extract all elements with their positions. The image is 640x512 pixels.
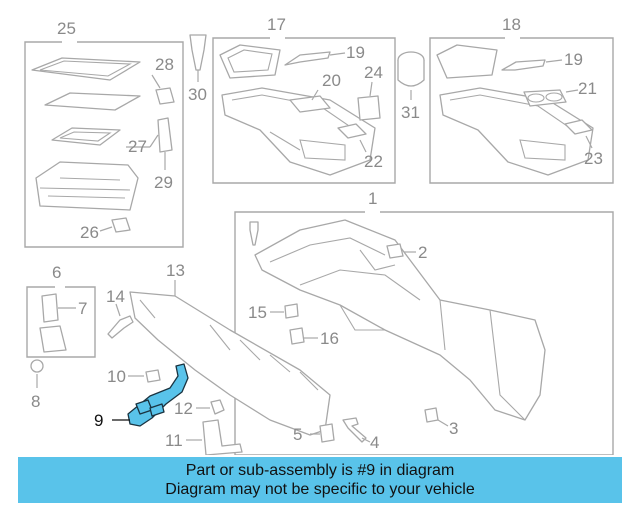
group-14: 14 (106, 287, 134, 339)
part-bracket-11 (202, 419, 243, 455)
callout-16[interactable]: 16 (320, 329, 339, 348)
callout-11[interactable]: 11 (165, 431, 183, 450)
part-insert-24 (357, 95, 381, 121)
group-10-12-11: 10 12 11 (107, 367, 243, 455)
group-6: 6 7 (26, 263, 96, 358)
callout-1[interactable]: 1 (368, 189, 377, 208)
callout-22[interactable]: 22 (364, 152, 383, 171)
callout-8[interactable]: 8 (31, 392, 40, 411)
callout-19b[interactable]: 19 (564, 50, 583, 69)
part-mat-23 (564, 119, 593, 135)
part-clip-26 (111, 217, 131, 233)
banner-line-2: Diagram may not be specific to your vehi… (165, 481, 475, 498)
part-console-top (221, 87, 376, 176)
callout-5[interactable]: 5 (293, 425, 302, 444)
group-6-frame (26, 286, 96, 358)
callout-15[interactable]: 15 (248, 303, 267, 322)
callout-26[interactable]: 26 (80, 223, 99, 242)
callout-25[interactable]: 25 (57, 19, 76, 38)
callout-27[interactable]: 27 (128, 137, 147, 156)
part-mat-22 (337, 123, 367, 139)
callout-29[interactable]: 29 (154, 173, 173, 192)
part-latch-29 (157, 117, 173, 153)
group-13: 13 (129, 261, 331, 436)
part-pin-30 (189, 34, 207, 71)
part-clip-16 (289, 327, 305, 345)
part-trim-19b (501, 59, 546, 71)
group-1: 1 2 15 16 3 (234, 189, 614, 455)
part-clip-3 (424, 407, 439, 423)
part-bracket-6a (41, 293, 59, 323)
part-armrest-base (35, 161, 139, 211)
group-25: 25 28 27 29 26 (24, 19, 184, 248)
callout-19a[interactable]: 19 (346, 43, 365, 62)
part-clip-2 (386, 243, 404, 259)
part-cup-21 (523, 89, 567, 107)
info-banner: Part or sub-assembly is #9 in diagram Di… (18, 457, 622, 503)
callout-14[interactable]: 14 (106, 287, 125, 306)
group-30: 30 (188, 34, 207, 104)
part-nut-8 (30, 359, 44, 373)
group-18: 18 19 21 23 (429, 15, 614, 184)
callout-20[interactable]: 20 (322, 71, 341, 90)
group-8: 8 (30, 359, 44, 411)
callout-6[interactable]: 6 (52, 263, 61, 282)
callout-3[interactable]: 3 (449, 419, 458, 438)
group-18-frame (429, 37, 614, 184)
group-17: 17 19 20 24 22 (212, 15, 396, 184)
part-clip-5 (319, 423, 335, 443)
callout-9[interactable]: 9 (94, 411, 103, 430)
group-5-4: 5 4 (293, 417, 379, 452)
group-31: 31 (397, 51, 425, 122)
part-bolt-14 (107, 315, 134, 339)
part-bracket-6b (39, 325, 67, 353)
callout-31[interactable]: 31 (401, 103, 420, 122)
group-1-frame (234, 211, 614, 455)
part-nut-15 (284, 303, 299, 319)
part-trim-19a (284, 51, 331, 66)
part-lid-plate-27 (51, 127, 121, 146)
callout-12[interactable]: 12 (174, 399, 193, 418)
callout-10[interactable]: 10 (107, 367, 126, 386)
callout-28[interactable]: 28 (155, 55, 174, 74)
callout-23[interactable]: 23 (584, 149, 603, 168)
callout-24[interactable]: 24 (364, 63, 383, 82)
part-lid-top (31, 57, 141, 81)
callout-17[interactable]: 17 (267, 15, 286, 34)
callout-13[interactable]: 13 (166, 261, 185, 280)
callout-2[interactable]: 2 (418, 243, 427, 262)
part-screw-top (249, 221, 259, 246)
part-side-panel-13 (129, 291, 331, 436)
callout-21[interactable]: 21 (578, 79, 597, 98)
group-25-frame (24, 41, 184, 248)
part-latch-28 (155, 87, 175, 105)
callout-30[interactable]: 30 (188, 85, 207, 104)
callout-18[interactable]: 18 (502, 15, 521, 34)
part-bezel-18 (436, 44, 498, 79)
group-17-frame (212, 37, 396, 184)
part-console-top-18 (439, 87, 594, 176)
part-console-body (254, 219, 546, 421)
part-pin-10 (145, 369, 161, 383)
parts-diagram: 25 28 27 29 26 30 17 (24, 15, 614, 455)
part-lid-pad (44, 92, 141, 111)
group-9-highlighted: 9 (94, 363, 189, 430)
callout-4[interactable]: 4 (370, 433, 379, 452)
banner-line-1: Part or sub-assembly is #9 in diagram (185, 462, 455, 479)
part-trim-20 (289, 95, 331, 113)
callout-7[interactable]: 7 (78, 299, 87, 318)
part-nut-12 (210, 399, 225, 415)
part-screw-4 (342, 417, 367, 443)
